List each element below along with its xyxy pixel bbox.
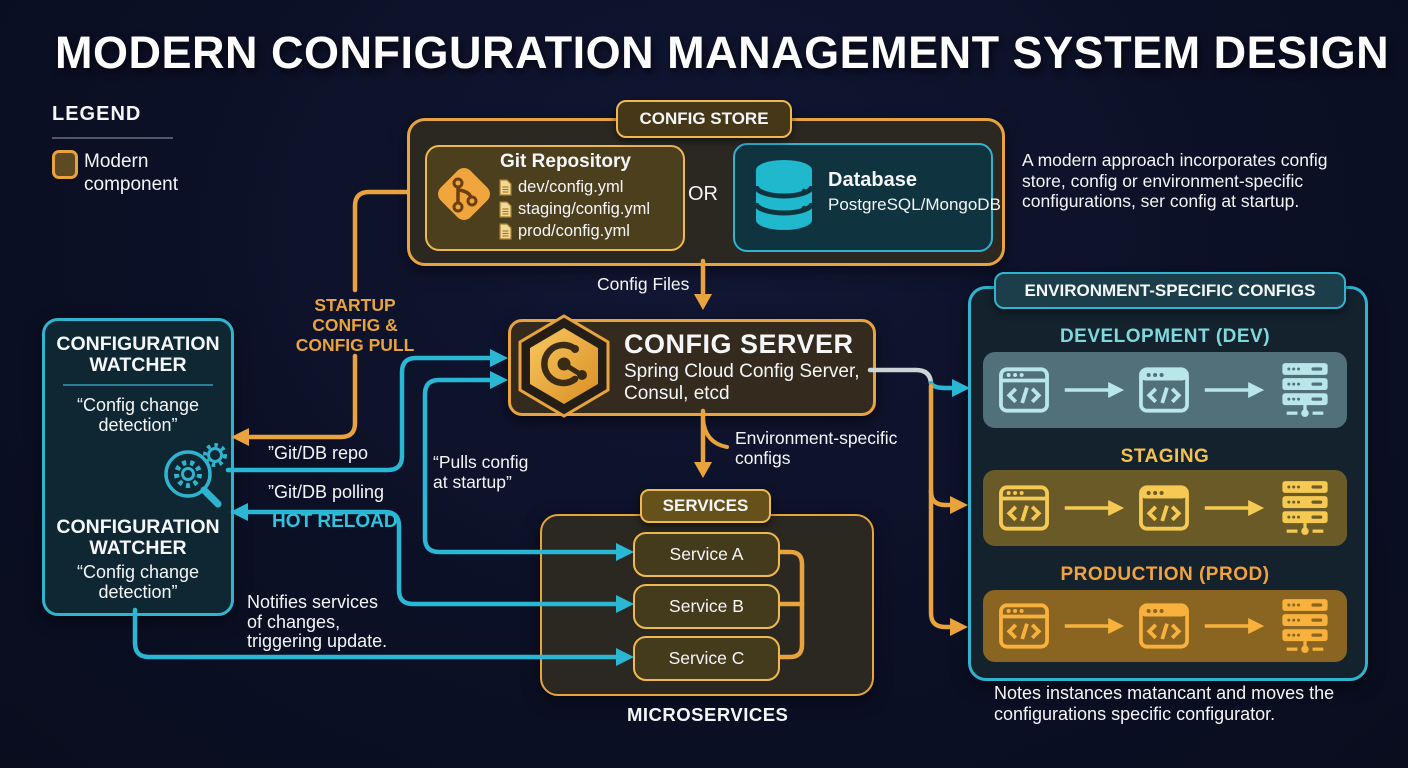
git-icon <box>438 168 490 220</box>
flow-arrow-icon <box>1064 500 1125 516</box>
wire-env-dev <box>928 380 954 391</box>
database-title: Database <box>828 169 917 191</box>
legend-item-label: Modern component <box>84 151 179 195</box>
flow-arrow-icon <box>1064 618 1125 634</box>
wire-env-branch-curve <box>701 417 729 449</box>
server-stack-icon <box>1282 481 1328 535</box>
code-window-icon <box>999 485 1049 531</box>
microservices-caption: MICROSERVICES <box>627 704 789 725</box>
prod-label: PRODUCTION (PROD) <box>1060 564 1270 585</box>
flow-arrow-icon <box>1064 382 1125 398</box>
environment-configs-badge: ENVIRONMENT-SPECIFIC CONFIGS <box>994 272 1346 309</box>
watcher-title-top: CONFIGURATION WATCHER <box>56 333 220 376</box>
git-file-item: staging/config.yml <box>498 198 650 220</box>
wire-env-prod <box>928 383 952 630</box>
config-store-badge: CONFIG STORE <box>616 100 792 138</box>
flow-arrow-icon <box>1204 500 1265 516</box>
flow-arrow-icon <box>1204 618 1265 634</box>
config-server-subtitle: Spring Cloud Config Server, Consul, etcd <box>624 361 860 404</box>
config-watch-magnifier-icon <box>164 443 227 508</box>
server-stack-icon <box>1282 363 1328 417</box>
wire-server-env-silver <box>867 367 934 386</box>
config-files-label: Config Files <box>597 274 690 294</box>
staging-pipeline-row <box>983 470 1347 546</box>
file-icon <box>499 178 512 196</box>
or-label: OR <box>688 183 718 205</box>
config-server-title: CONFIG SERVER <box>624 329 854 359</box>
file-icon <box>499 200 512 218</box>
git-file-item: prod/config.yml <box>498 220 650 242</box>
service-a-label: Service A <box>669 544 744 564</box>
code-window-icon <box>1139 603 1189 649</box>
prod-pipeline-row <box>983 590 1347 662</box>
page-title: MODERN CONFIGURATION MANAGEMENT SYSTEM D… <box>55 27 1390 78</box>
service-b-label: Service B <box>669 596 744 616</box>
git-file-name: prod/config.yml <box>518 221 630 240</box>
arrow-into-staging <box>950 496 968 514</box>
legend-heading: LEGEND <box>52 103 142 125</box>
code-window-icon <box>999 367 1049 413</box>
staging-label: STAGING <box>1120 446 1210 467</box>
watcher-title-bottom: CONFIGURATION WATCHER <box>56 516 220 559</box>
code-window-icon <box>1139 367 1189 413</box>
services-badge: SERVICES <box>640 489 771 523</box>
config-server-icon <box>518 314 610 418</box>
legend-divider <box>52 137 173 139</box>
service-c-box: Service C <box>633 636 780 681</box>
git-file-list: dev/config.yml staging/config.yml prod/c… <box>498 176 650 242</box>
hot-reload-label: HOT RELOAD <box>272 511 398 532</box>
service-a-box: Service A <box>633 532 780 577</box>
configuration-watcher-box: CONFIGURATION WATCHER “Config change det… <box>42 318 234 616</box>
watcher-divider <box>63 384 213 386</box>
arrow-into-server-top <box>694 294 712 310</box>
dev-label: DEVELOPMENT (DEV) <box>1059 326 1271 347</box>
watcher-quote-bottom: “Config change detection” <box>76 562 200 602</box>
service-c-label: Service C <box>668 648 745 668</box>
legend-swatch-icon <box>52 150 78 179</box>
arrow-into-server-1 <box>490 349 508 367</box>
notifies-services-label: Notifies services of changes, triggering… <box>247 592 388 651</box>
git-file-item: dev/config.yml <box>498 176 650 198</box>
environment-specific-configs-label: Environment-specific configs <box>735 428 898 468</box>
wire-startup-pull-bottom <box>247 353 358 440</box>
flow-arrow-icon <box>1204 382 1265 398</box>
git-repository-title: Git Repository <box>500 151 631 172</box>
arrow-into-prod <box>950 618 968 636</box>
code-window-icon <box>1139 485 1189 531</box>
pulls-config-label: “Pulls config at startup” <box>433 452 529 492</box>
wire-env-staging <box>928 488 952 508</box>
file-icon <box>499 222 512 240</box>
intro-note: A modern approach incorporates config st… <box>1022 150 1328 211</box>
git-file-name: dev/config.yml <box>518 177 624 196</box>
arrow-into-server-2 <box>490 371 508 389</box>
startup-config-pull-label: STARTUP CONFIG & CONFIG PULL <box>295 295 415 355</box>
git-db-polling-label: ”Git/DB polling <box>268 482 385 502</box>
server-stack-icon <box>1282 599 1328 653</box>
dev-pipeline-row <box>983 352 1347 428</box>
database-icon <box>753 160 815 230</box>
database-subtitle: PostgreSQL/MongoDB <box>828 195 1001 214</box>
git-file-name: staging/config.yml <box>518 199 651 218</box>
watcher-quote-top: “Config change detection” <box>76 395 200 435</box>
environment-note: Notes instances matancant and moves the … <box>994 683 1335 724</box>
service-b-box: Service B <box>633 584 780 629</box>
wire-startup-pull-top <box>352 189 410 293</box>
code-window-icon <box>999 603 1049 649</box>
arrow-into-services <box>694 462 712 478</box>
